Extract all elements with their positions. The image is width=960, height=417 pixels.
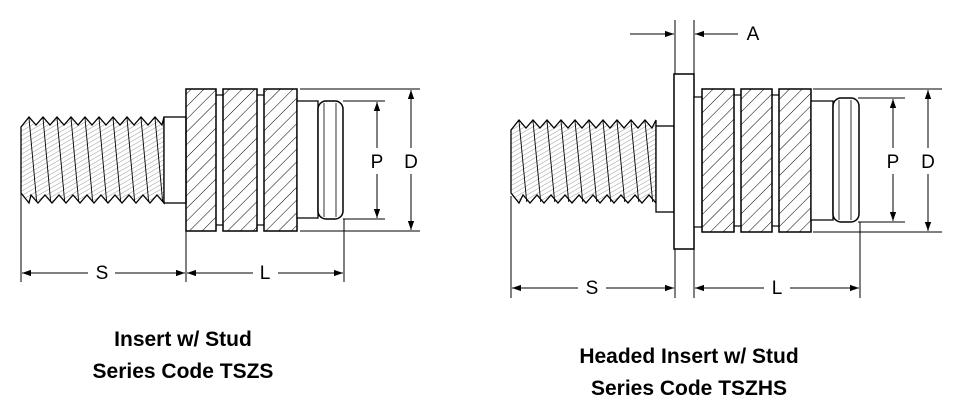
dimension-p-label: P xyxy=(887,152,900,173)
dimension-d: D xyxy=(404,90,418,230)
dimension-s: S xyxy=(22,263,185,284)
dimension-s: S xyxy=(512,278,674,299)
dimension-d: D xyxy=(921,90,935,231)
dimension-d-label: D xyxy=(404,152,418,173)
dimension-l: L xyxy=(187,263,343,284)
insert-body xyxy=(185,88,344,232)
dimension-p-label: P xyxy=(371,152,384,173)
insert-body xyxy=(693,88,860,233)
dimension-d-label: D xyxy=(921,152,935,173)
left-caption-line1: Insert w/ Stud xyxy=(114,328,252,351)
right-caption-line2: Series Code TSZHS xyxy=(591,377,787,400)
threaded-stud xyxy=(510,118,675,213)
dimension-a: A xyxy=(630,24,760,45)
insert-with-stud-drawing: S L P D Insert w/ Stud Series Code TSZS xyxy=(20,88,420,383)
dimension-l-label: L xyxy=(260,263,271,284)
left-caption-line2: Series Code TSZS xyxy=(93,360,274,383)
threaded-stud xyxy=(20,115,187,205)
extension-lines xyxy=(510,20,942,298)
dimension-a-label: A xyxy=(747,24,760,45)
right-caption-line1: Headed Insert w/ Stud xyxy=(579,345,798,368)
dimension-s-label: S xyxy=(586,278,599,299)
dimension-p: P xyxy=(887,99,900,221)
insert-head-flange xyxy=(673,73,695,250)
headed-insert-with-stud-drawing: A S L P D Headed Insert w/ Stud Series C… xyxy=(510,20,942,400)
dimension-l-label: L xyxy=(772,278,783,299)
dimension-l: L xyxy=(695,278,859,299)
dimension-p: P xyxy=(371,102,384,218)
dimension-s-label: S xyxy=(96,263,109,284)
extension-lines xyxy=(20,88,420,282)
